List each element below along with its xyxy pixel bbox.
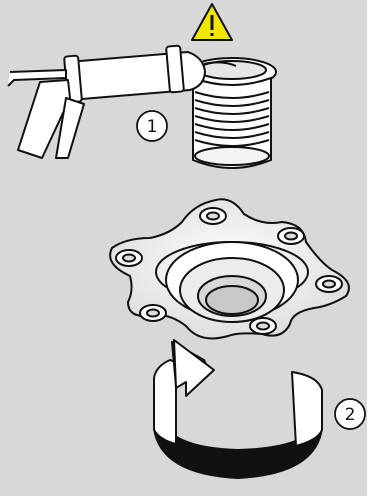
step-2-label: 2 <box>335 399 365 429</box>
step-2-number: 2 <box>345 405 356 425</box>
warning-triangle-icon <box>192 4 232 40</box>
step-1-label: 1 <box>137 111 167 141</box>
step-1-number: 1 <box>147 117 158 137</box>
star-flange <box>110 199 349 338</box>
rotate-arrow-icon <box>154 340 322 478</box>
